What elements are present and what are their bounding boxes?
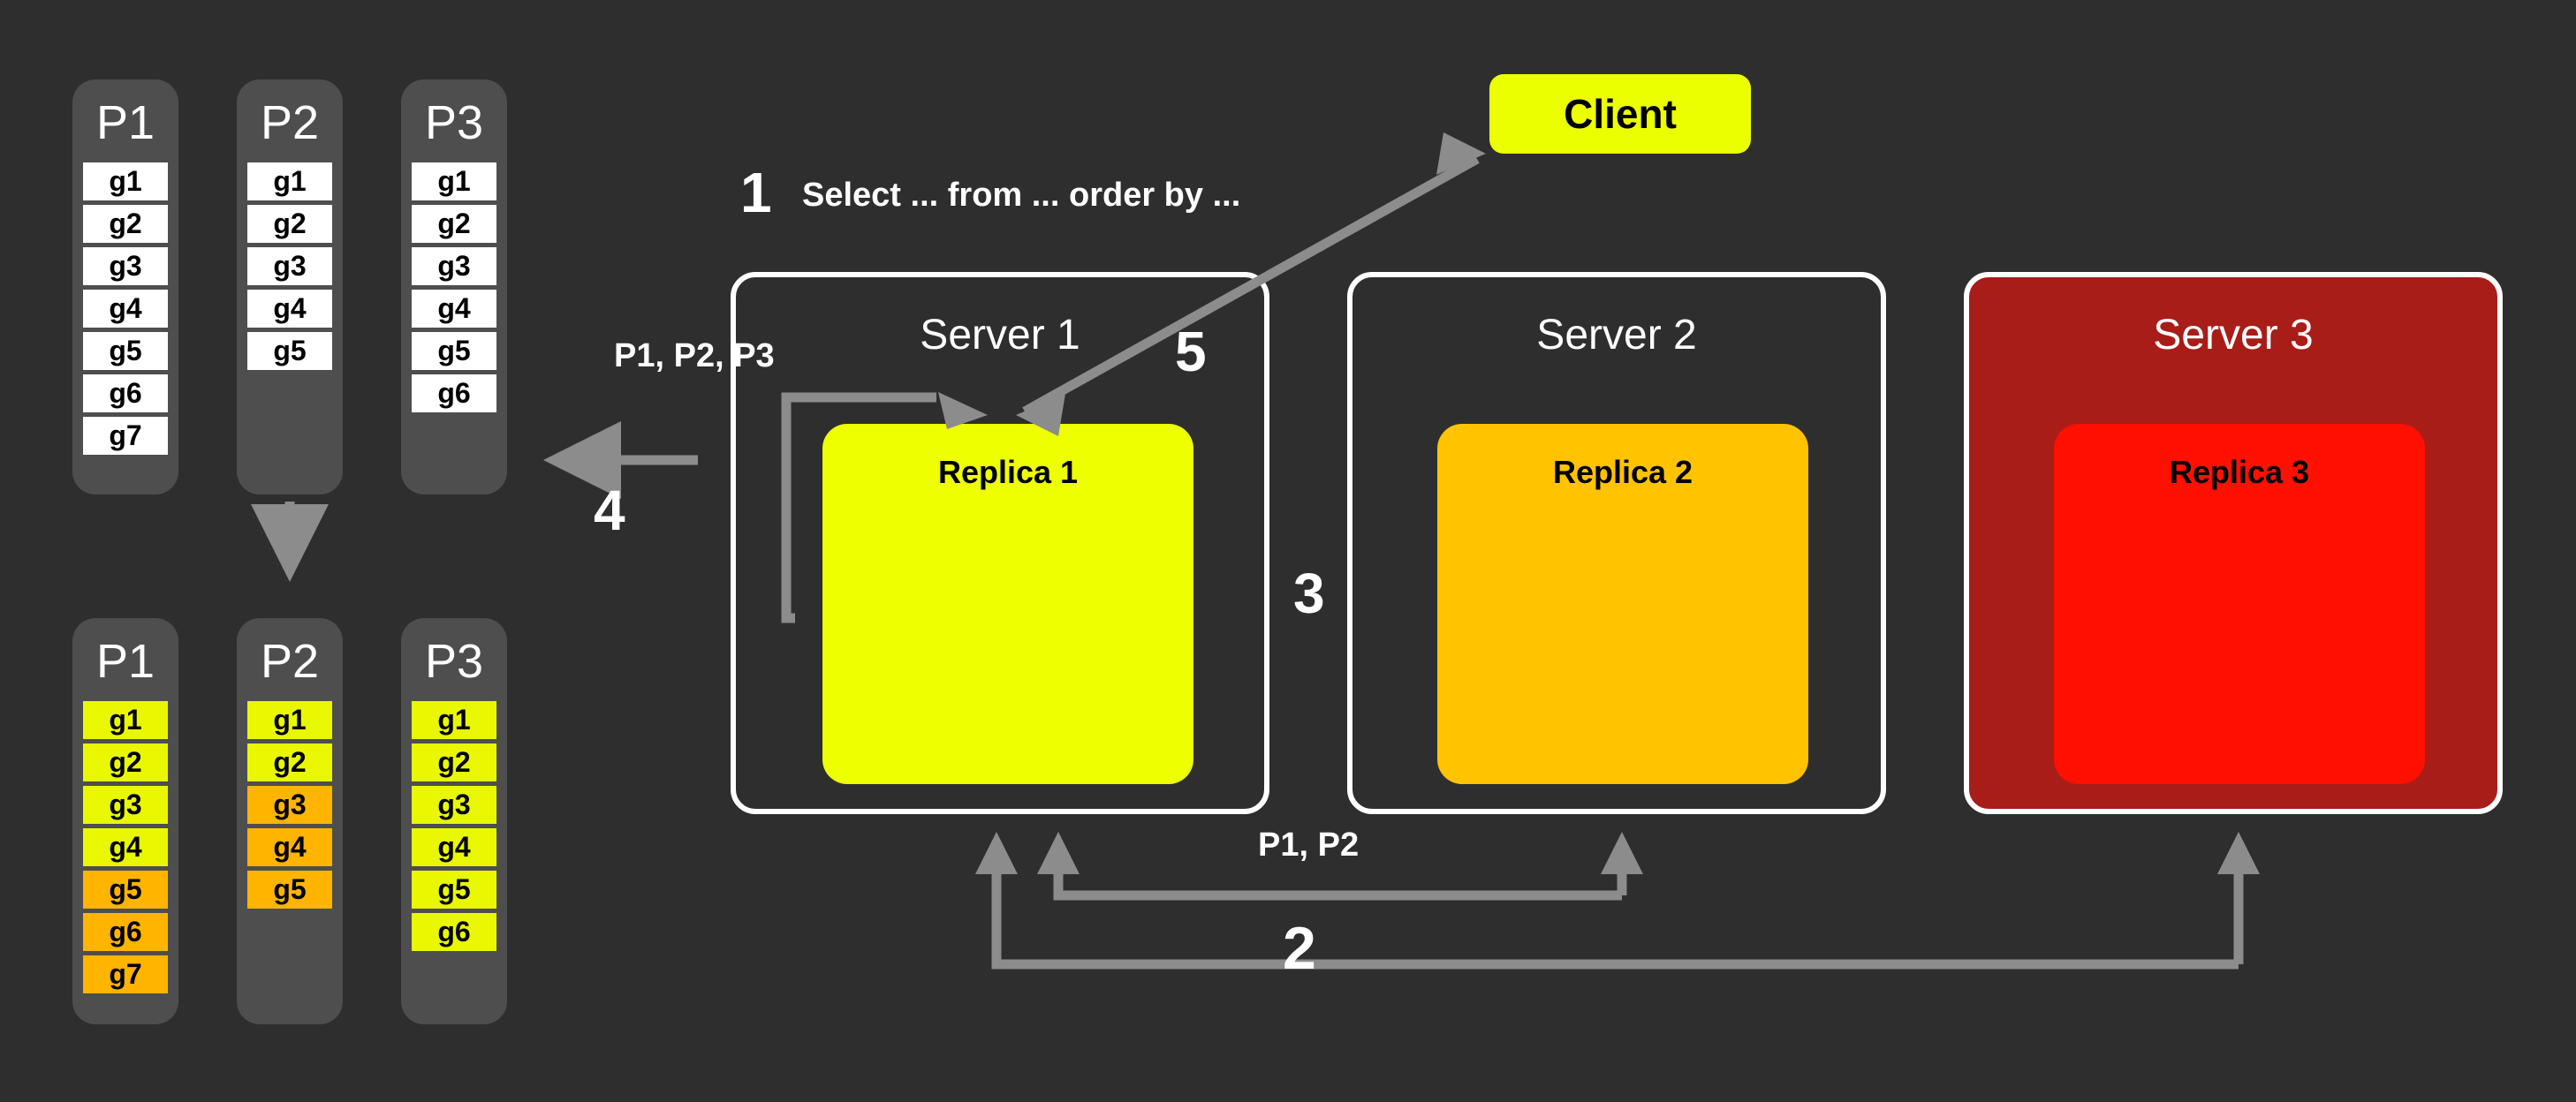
- partition-top-p2: P2 g1 g2 g3 g4 g5: [237, 79, 343, 494]
- cell: g2: [412, 743, 496, 781]
- cell: g2: [247, 743, 332, 781]
- cell: g3: [412, 247, 496, 285]
- partition-title: P1: [95, 96, 155, 149]
- replica-2-box[interactable]: Replica 2: [1437, 424, 1808, 784]
- cell: g1: [83, 701, 168, 739]
- label-partitions-all: P1, P2, P3: [614, 337, 775, 374]
- cell: g5: [412, 871, 496, 909]
- cell: g6: [83, 374, 168, 412]
- step-number-3: 3: [1293, 562, 1325, 625]
- partition-top-p3: P3 g1 g2 g3 g4 g5 g6: [401, 79, 507, 494]
- partition-cells: g1 g2 g3 g4 g5 g6 g7: [83, 701, 168, 993]
- server-title: Server 3: [2153, 312, 2314, 359]
- step-number-4: 4: [594, 479, 625, 542]
- cell: g1: [83, 162, 168, 200]
- cell: g5: [83, 332, 168, 370]
- cell: g7: [83, 955, 168, 993]
- cell: g2: [83, 743, 168, 781]
- client-box[interactable]: Client: [1489, 74, 1751, 154]
- cell: g2: [412, 205, 496, 243]
- partition-cells: g1 g2 g3 g4 g5 g6 g7: [83, 162, 168, 455]
- client-label: Client: [1564, 91, 1677, 137]
- replica-label: Replica 1: [937, 454, 1079, 490]
- cell: g6: [412, 913, 496, 951]
- cell: g4: [247, 290, 332, 328]
- server-title: Server 2: [1536, 312, 1697, 359]
- arrow-step-2-outer: [975, 832, 2260, 970]
- partition-cells: g1 g2 g3 g4 g5: [247, 701, 332, 909]
- cell: g1: [247, 701, 332, 739]
- server-3-box[interactable]: Server 3 Replica 3: [1964, 272, 2503, 814]
- cell: g4: [83, 828, 168, 866]
- cell: g3: [247, 247, 332, 285]
- partition-bottom-p1: P1 g1 g2 g3 g4 g5 g6 g7: [72, 618, 178, 1024]
- cell: g3: [247, 786, 332, 824]
- cell: g5: [247, 871, 332, 909]
- partition-bottom-p2: P2 g1 g2 g3 g4 g5: [237, 618, 343, 1024]
- cell: g3: [83, 786, 168, 824]
- partition-top-p1: P1 g1 g2 g3 g4 g5 g6 g7: [72, 79, 178, 494]
- partition-cells: g1 g2 g3 g4 g5 g6: [412, 162, 496, 412]
- step-number-5: 5: [1175, 320, 1207, 383]
- step-number-1: 1: [740, 161, 772, 224]
- partition-title: P2: [260, 96, 320, 149]
- step-number-2: 2: [1283, 915, 1316, 982]
- cell: g3: [83, 247, 168, 285]
- replica-label: Replica 2: [1552, 454, 1693, 490]
- cell: g1: [247, 162, 332, 200]
- cell: g4: [83, 290, 168, 328]
- partition-title: P1: [95, 635, 155, 688]
- cell: g1: [412, 701, 496, 739]
- replica-1-box[interactable]: Replica 1: [822, 424, 1193, 784]
- cell: g7: [83, 417, 168, 455]
- partition-bottom-p3: P3 g1 g2 g3 g4 g5 g6: [401, 618, 507, 1024]
- label-partitions-p1p2: P1, P2: [1258, 826, 1360, 864]
- cell: g2: [247, 205, 332, 243]
- partition-title: P3: [424, 96, 484, 149]
- cell: g1: [412, 162, 496, 200]
- cell: g4: [247, 828, 332, 866]
- cell: g4: [412, 828, 496, 866]
- label-query: Select ... from ... order by ...: [802, 177, 1241, 214]
- replica-3-box[interactable]: Replica 3: [2054, 424, 2425, 784]
- cell: g6: [83, 913, 168, 951]
- partition-title: P3: [424, 635, 484, 688]
- cell: g4: [412, 290, 496, 328]
- cell: g5: [247, 332, 332, 370]
- partition-cells: g1 g2 g3 g4 g5: [247, 162, 332, 370]
- replica-label: Replica 3: [2169, 454, 2310, 490]
- cell: g2: [83, 205, 168, 243]
- partition-title: P2: [260, 635, 320, 688]
- cell: g3: [412, 786, 496, 824]
- partition-cells: g1 g2 g3 g4 g5 g6: [412, 701, 496, 951]
- cell: g5: [83, 871, 168, 909]
- cell: g5: [412, 332, 496, 370]
- server-2-box[interactable]: Server 2 Replica 2: [1347, 272, 1886, 814]
- cell: g6: [412, 374, 496, 412]
